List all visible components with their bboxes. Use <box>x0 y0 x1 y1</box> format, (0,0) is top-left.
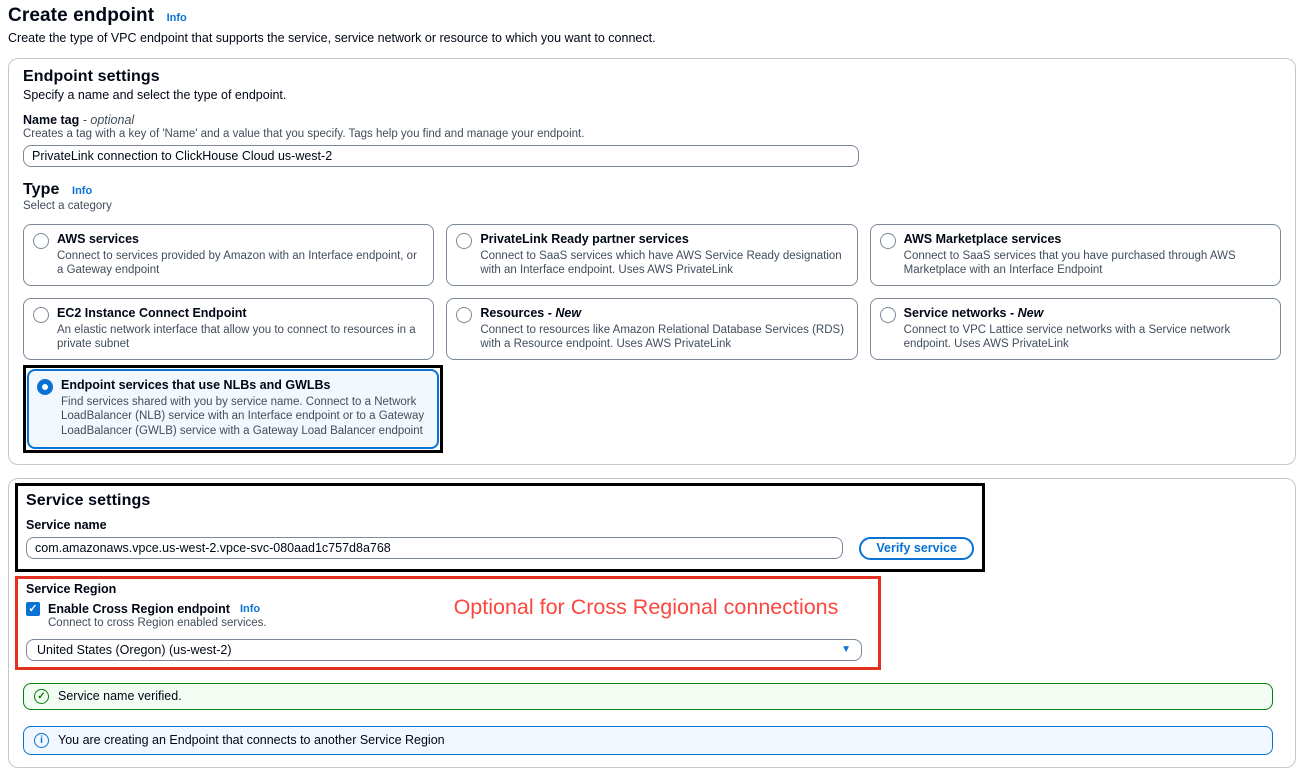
option-title: AWS Marketplace services <box>903 232 1062 246</box>
option-description: Connect to resources like Amazon Relatio… <box>480 323 845 351</box>
page-subtitle: Create the type of VPC endpoint that sup… <box>8 31 656 45</box>
radio-option-endpoint-services-nlb-gwlb[interactable]: Endpoint services that use NLBs and GWLB… <box>27 369 439 449</box>
option-description: An elastic network interface that allow … <box>57 323 416 351</box>
option-description: Connect to SaaS services which have AWS … <box>480 249 842 277</box>
service-region-select[interactable]: United States (Oregon) (us-west-2) ▼ <box>26 638 862 661</box>
option-description: Find services shared with you by service… <box>61 395 425 438</box>
new-badge: - New <box>1009 306 1044 321</box>
endpoint-settings-card: Endpoint settings Specify a name and sel… <box>8 58 1296 465</box>
service-name-row: Verify service <box>26 536 974 560</box>
cross-region-checkbox-label: Enable Cross Region endpoint <box>48 601 230 616</box>
service-settings-heading: Service settings <box>26 491 151 509</box>
type-description: Select a category <box>23 200 112 212</box>
cross-region-info-alert-text: You are creating an Endpoint that connec… <box>58 733 445 748</box>
service-region-label: Service Region <box>26 581 117 596</box>
new-badge: - New <box>547 306 582 321</box>
option-description: Connect to services provided by Amazon w… <box>57 249 417 277</box>
service-name-label: Service name <box>26 517 107 532</box>
type-label: Type <box>23 181 60 198</box>
option-title: Resources - New <box>480 306 582 321</box>
chevron-down-icon: ▼ <box>841 644 851 656</box>
cross-region-help: Connect to cross Region enabled services… <box>48 616 267 629</box>
endpoint-settings-heading: Endpoint settings <box>23 68 160 85</box>
radio-icon[interactable] <box>456 233 473 249</box>
type-info-link[interactable]: Info <box>72 185 93 197</box>
name-tag-input[interactable] <box>23 145 859 167</box>
page-header: Create endpoint Info Create the type of … <box>4 5 1296 45</box>
radio-option-aws-services[interactable]: AWS services Connect to services provide… <box>23 224 435 287</box>
annotation-text: Optional for Cross Regional connections <box>453 594 839 619</box>
radio-icon[interactable] <box>879 307 896 324</box>
radio-icon[interactable] <box>456 307 473 324</box>
radio-icon[interactable] <box>879 233 896 249</box>
endpoint-type-options: AWS services Connect to services provide… <box>23 224 1281 361</box>
check-circle-icon: ✓ <box>34 688 49 704</box>
name-tag-label: Name tag - optional <box>23 113 135 127</box>
option-title: EC2 Instance Connect Endpoint <box>57 306 247 321</box>
option-title: Service networks - New <box>903 306 1044 321</box>
option-title: Endpoint services that use NLBs and GWLB… <box>61 378 331 393</box>
verify-service-button[interactable]: Verify service <box>859 536 974 560</box>
radio-option-service-networks[interactable]: Service networks - New Connect to VPC La… <box>869 298 1281 361</box>
cross-region-info-link[interactable]: Info <box>239 602 261 615</box>
cross-region-info-alert: i You are creating an Endpoint that conn… <box>23 725 1273 755</box>
radio-option-privatelink-partner-services[interactable]: PrivateLink Ready partner services Conne… <box>446 224 858 287</box>
service-verified-alert-text: Service name verified. <box>58 689 182 704</box>
service-settings-card: Service settings Service name Verify ser… <box>8 477 1296 768</box>
service-verified-alert: ✓ Service name verified. <box>23 682 1273 710</box>
service-name-input[interactable] <box>26 537 844 560</box>
type-section-header: Type Info Select a category <box>23 181 1281 212</box>
annotation-box-service-settings: Service settings Service name Verify ser… <box>15 482 985 572</box>
info-circle-icon: i <box>34 732 49 748</box>
radio-option-ec2-instance-connect[interactable]: EC2 Instance Connect Endpoint An elastic… <box>23 298 435 361</box>
option-description: Connect to VPC Lattice service networks … <box>903 323 1231 351</box>
endpoint-settings-description: Specify a name and select the type of en… <box>23 88 287 102</box>
radio-icon[interactable] <box>33 307 49 324</box>
option-description: Connect to SaaS services that you have p… <box>903 249 1236 277</box>
option-title: AWS services <box>57 232 139 246</box>
option-title: PrivateLink Ready partner services <box>480 232 689 246</box>
page-info-link[interactable]: Info <box>166 12 187 24</box>
cross-region-checkbox-row: ✓ Enable Cross Region endpoint Info <box>26 601 870 616</box>
radio-option-aws-marketplace-services[interactable]: AWS Marketplace services Connect to SaaS… <box>869 224 1281 287</box>
annotation-box-service-region: Service Region ✓ Enable Cross Region end… <box>15 575 881 670</box>
name-tag-help: Creates a tag with a key of 'Name' and a… <box>23 128 585 140</box>
name-tag-optional-suffix: - optional <box>82 113 135 127</box>
page-title: Create endpoint <box>8 5 155 26</box>
annotation-box-selected-option: Endpoint services that use NLBs and GWLB… <box>23 365 443 453</box>
cross-region-checkbox[interactable]: ✓ <box>26 601 40 616</box>
radio-option-resources[interactable]: Resources - New Connect to resources lik… <box>446 298 858 361</box>
service-region-selected-value: United States (Oregon) (us-west-2) <box>37 642 232 657</box>
radio-icon[interactable] <box>33 233 49 249</box>
radio-icon-checked[interactable] <box>37 379 53 396</box>
